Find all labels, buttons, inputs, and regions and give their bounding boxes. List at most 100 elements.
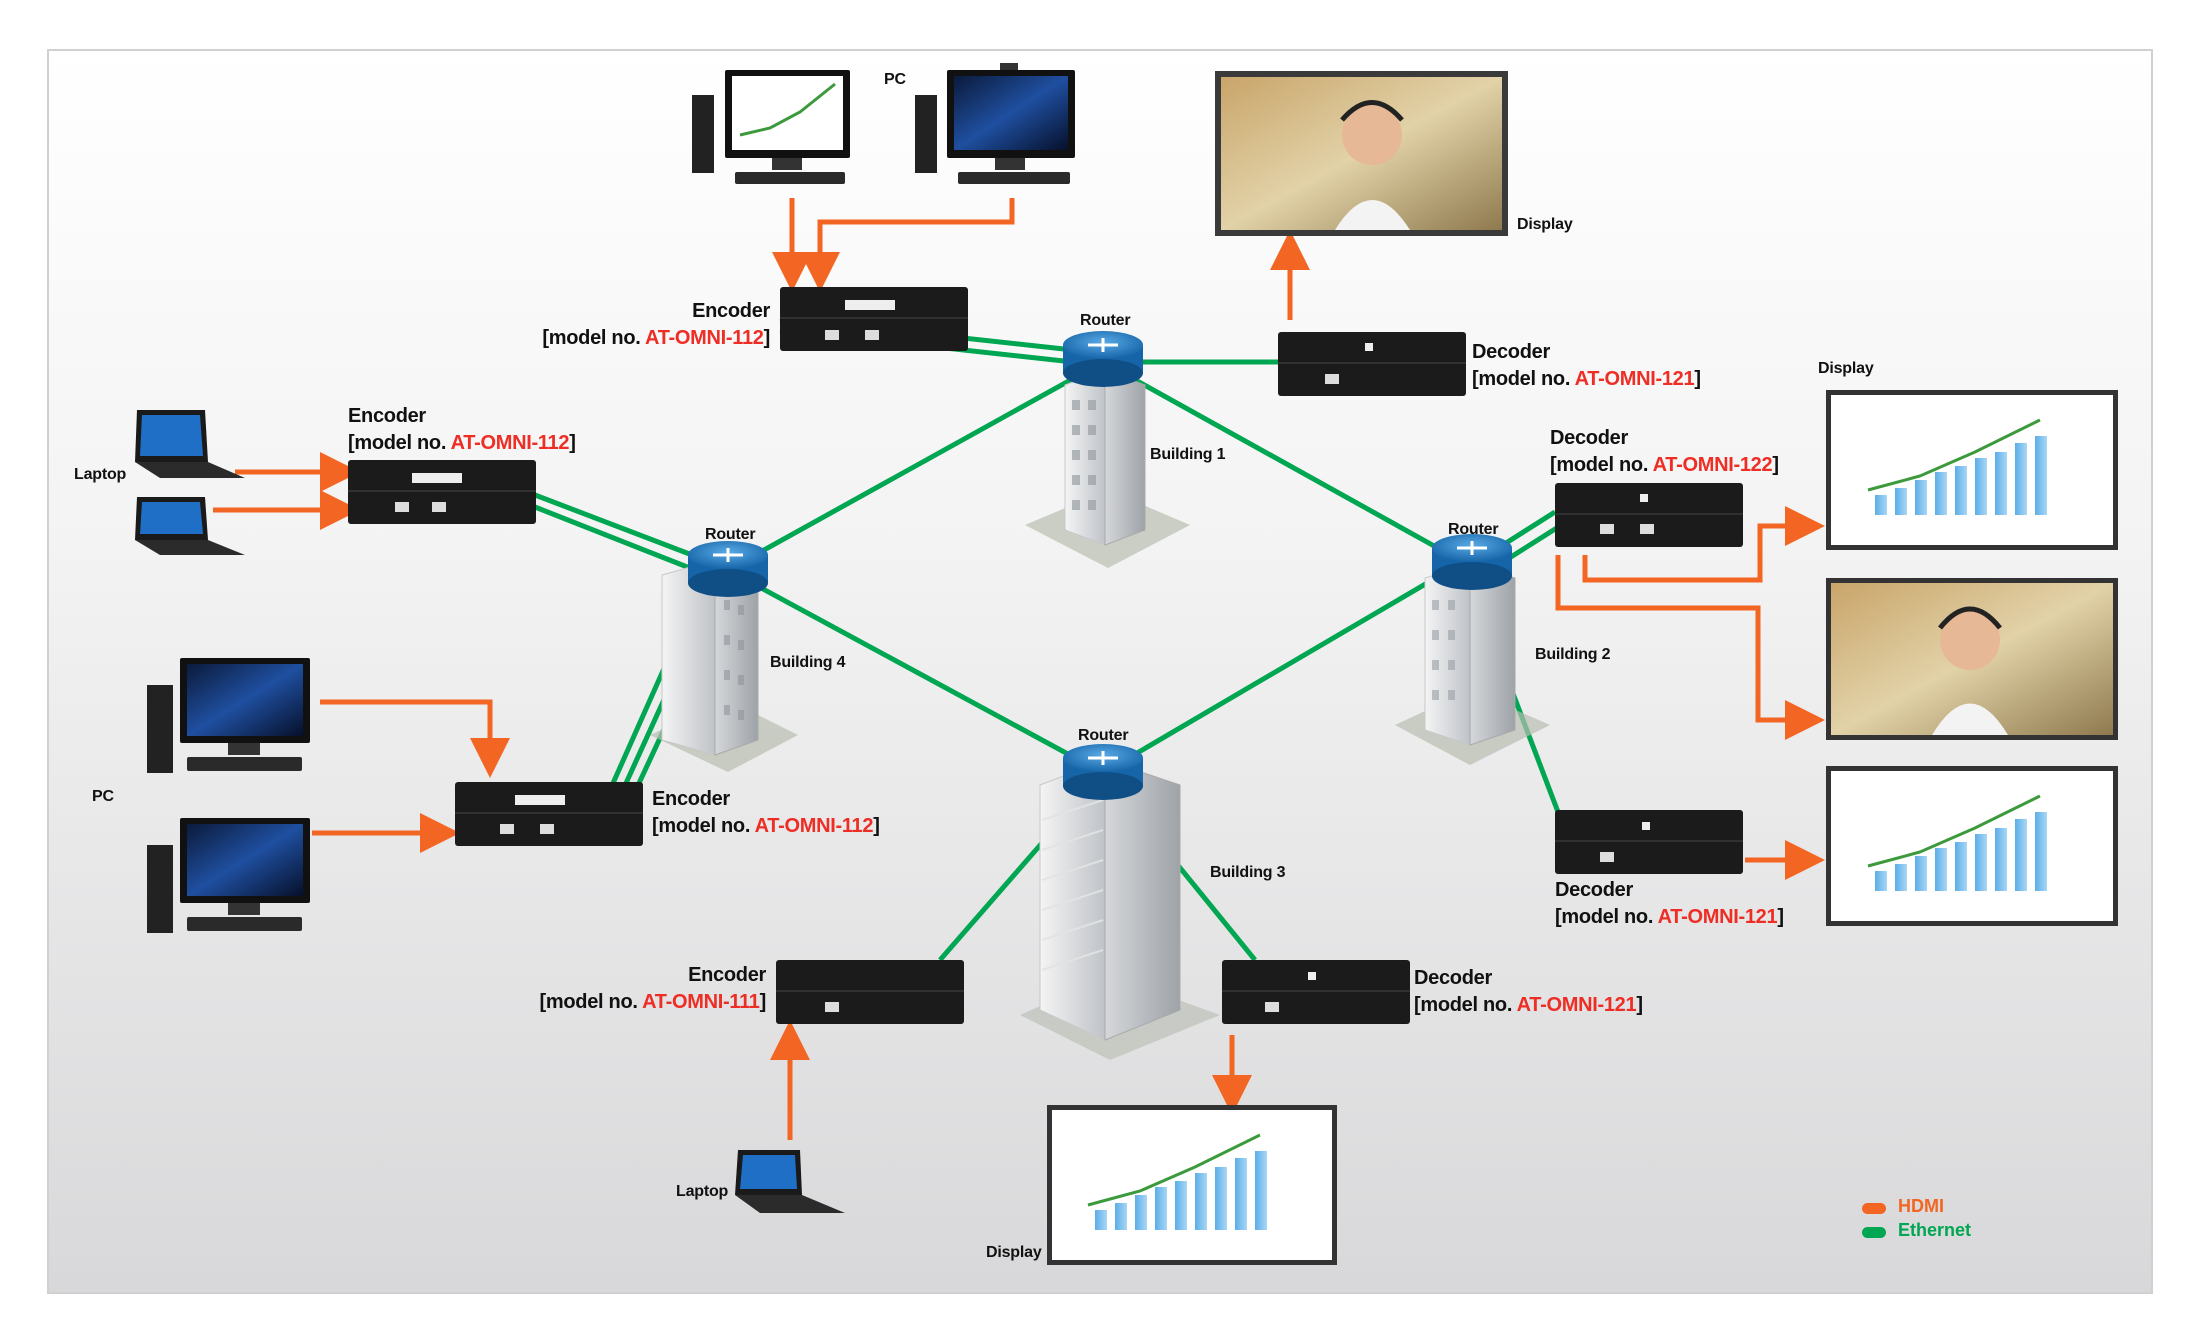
device-type: Decoder	[1414, 967, 1492, 989]
model-number: AT-OMNI-121	[1516, 994, 1637, 1016]
device-type: Decoder	[1472, 341, 1550, 363]
model-prefix: [model no.	[1555, 906, 1658, 928]
building-4-label: Building 4	[770, 654, 846, 671]
display-top-right-label: Display	[1517, 216, 1573, 233]
decoder-right-bottom-label: Decoder [model no. AT-OMNI-121]	[1555, 877, 1784, 931]
display-bottom-label: Display	[986, 1244, 1042, 1261]
model-prefix: [model no.	[1414, 994, 1517, 1016]
router-1-label: Router	[1080, 312, 1131, 329]
decoder-bottom-unit	[1222, 960, 1410, 1024]
display-bottom-chart	[1047, 1105, 1337, 1265]
model-suffix: ]	[1777, 906, 1784, 928]
encoder-left-unit	[348, 460, 536, 524]
model-prefix: [model no.	[539, 991, 643, 1013]
encoder-top-label: Encoder [model no. AT-OMNI-112]	[540, 298, 770, 352]
device-type: Encoder	[652, 788, 730, 810]
pc-left-2-icon	[147, 818, 310, 933]
encoder-top-unit	[780, 287, 968, 351]
building-2-graphic	[1395, 564, 1550, 765]
model-number: AT-OMNI-112	[754, 815, 874, 837]
model-suffix: ]	[1772, 454, 1779, 476]
decoder-top-unit	[1278, 332, 1466, 396]
device-type: Decoder	[1555, 879, 1633, 901]
model-suffix: ]	[873, 815, 880, 837]
ethernet-link-double	[534, 492, 701, 575]
model-prefix: [model no.	[1472, 368, 1575, 390]
model-number: AT-OMNI-122	[1652, 454, 1773, 476]
building-1-graphic	[1025, 369, 1190, 568]
building-3-label: Building 3	[1210, 864, 1286, 881]
hdmi-link	[320, 699, 510, 778]
display-right-label: Display	[1818, 360, 1874, 377]
hdmi-link	[1582, 506, 1825, 583]
router-4-label: Router	[705, 526, 756, 543]
ethernet-link	[726, 359, 1105, 573]
model-number: AT-OMNI-121	[1574, 368, 1695, 390]
model-number: AT-OMNI-121	[1657, 906, 1778, 928]
router-3-icon	[1063, 744, 1143, 800]
building-1-label: Building 1	[1150, 446, 1226, 463]
router-2-label: Router	[1448, 521, 1499, 538]
legend-hdmi-swatch	[1862, 1203, 1886, 1214]
pc-left-label: PC	[92, 788, 114, 805]
hdmi-link	[800, 198, 1015, 292]
ethernet-link	[1101, 559, 1465, 776]
encoder-bottom-label: Encoder [model no. AT-OMNI-111]	[536, 962, 767, 1016]
device-type: Encoder	[348, 405, 426, 427]
hdmi-links	[213, 198, 1825, 1140]
model-prefix: [model no.	[652, 815, 755, 837]
decoder-bottom-label: Decoder [model no. AT-OMNI-121]	[1414, 965, 1643, 1019]
encoder-mid-left-label: Encoder [model no. AT-OMNI-112]	[652, 786, 880, 840]
laptop-bottom-label: Laptop	[676, 1183, 729, 1200]
building-2-label: Building 2	[1535, 646, 1611, 663]
model-number: AT-OMNI-111	[642, 991, 760, 1013]
model-number: AT-OMNI-112	[450, 432, 570, 454]
laptop-left-1-icon	[135, 410, 245, 478]
router-4-icon	[688, 541, 768, 597]
laptop-bottom-icon	[735, 1150, 845, 1213]
router-3-label: Router	[1078, 727, 1129, 744]
pc-top-2-icon	[915, 63, 1075, 184]
device-type: Decoder	[1550, 427, 1628, 449]
legend-hdmi-label: HDMI	[1898, 1196, 1944, 1216]
diagram-frame	[47, 49, 2153, 1294]
decoder-right-top-unit	[1555, 483, 1743, 547]
encoder-left-label: Encoder [model no. AT-OMNI-112]	[348, 403, 576, 457]
decoder-right-top-label: Decoder [model no. AT-OMNI-122]	[1550, 425, 1779, 479]
model-prefix: [model no.	[542, 327, 646, 349]
model-suffix: ]	[759, 991, 767, 1013]
model-suffix: ]	[763, 327, 771, 349]
pc-top-1-icon	[692, 70, 850, 184]
laptop-left-2-icon	[135, 497, 245, 555]
model-prefix: [model no.	[1550, 454, 1653, 476]
laptop-left-label: Laptop	[74, 466, 127, 483]
pc-top-label: PC	[884, 71, 906, 88]
device-type: Encoder	[688, 964, 766, 986]
ethernet-link	[1101, 359, 1465, 565]
building-4-graphic	[650, 559, 798, 772]
device-type: Encoder	[692, 300, 770, 322]
model-suffix: ]	[1694, 368, 1701, 390]
router-1-icon	[1063, 331, 1143, 387]
hdmi-link	[1555, 555, 1825, 740]
display-right-photo	[1826, 578, 2118, 740]
display-right-chart-1	[1826, 390, 2118, 550]
model-suffix: ]	[1636, 994, 1643, 1016]
router-2-icon	[1432, 534, 1512, 590]
model-number: AT-OMNI-112	[645, 327, 764, 349]
display-top-right	[1215, 71, 1508, 236]
legend-ethernet-label: Ethernet	[1898, 1220, 1972, 1240]
display-right-chart-2	[1826, 766, 2118, 926]
legend-ethernet-swatch	[1862, 1227, 1886, 1238]
decoder-top-label: Decoder [model no. AT-OMNI-121]	[1472, 339, 1701, 393]
model-prefix: [model no.	[348, 432, 451, 454]
encoder-bottom-unit	[776, 960, 964, 1024]
ethernet-link	[726, 567, 1105, 776]
building-3-graphic	[1020, 759, 1220, 1060]
pc-left-1-icon	[147, 658, 310, 773]
encoder-mid-left-unit	[455, 782, 643, 846]
decoder-right-bottom-unit	[1555, 810, 1743, 874]
model-suffix: ]	[569, 432, 576, 454]
